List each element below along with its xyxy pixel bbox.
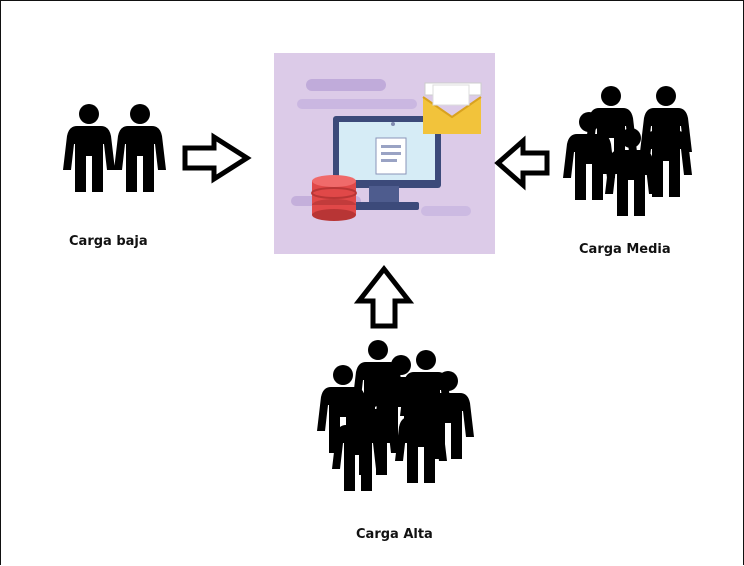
arrow-left-icon: [494, 135, 550, 191]
label-carga-baja: Carga baja: [69, 234, 148, 249]
label-carga-media: Carga Media: [579, 242, 671, 257]
envelope-icon: [422, 82, 482, 134]
label-carga-alta: Carga Alta: [356, 527, 433, 542]
people-icon: [317, 340, 474, 491]
database-icon: [311, 175, 357, 221]
people-icon: [63, 104, 166, 192]
people-icon: [563, 86, 692, 216]
document-icon: [375, 137, 407, 175]
server-computer-icon: [274, 53, 495, 254]
arrow-up-icon: [353, 264, 415, 329]
arrow-right-icon: [182, 132, 252, 184]
